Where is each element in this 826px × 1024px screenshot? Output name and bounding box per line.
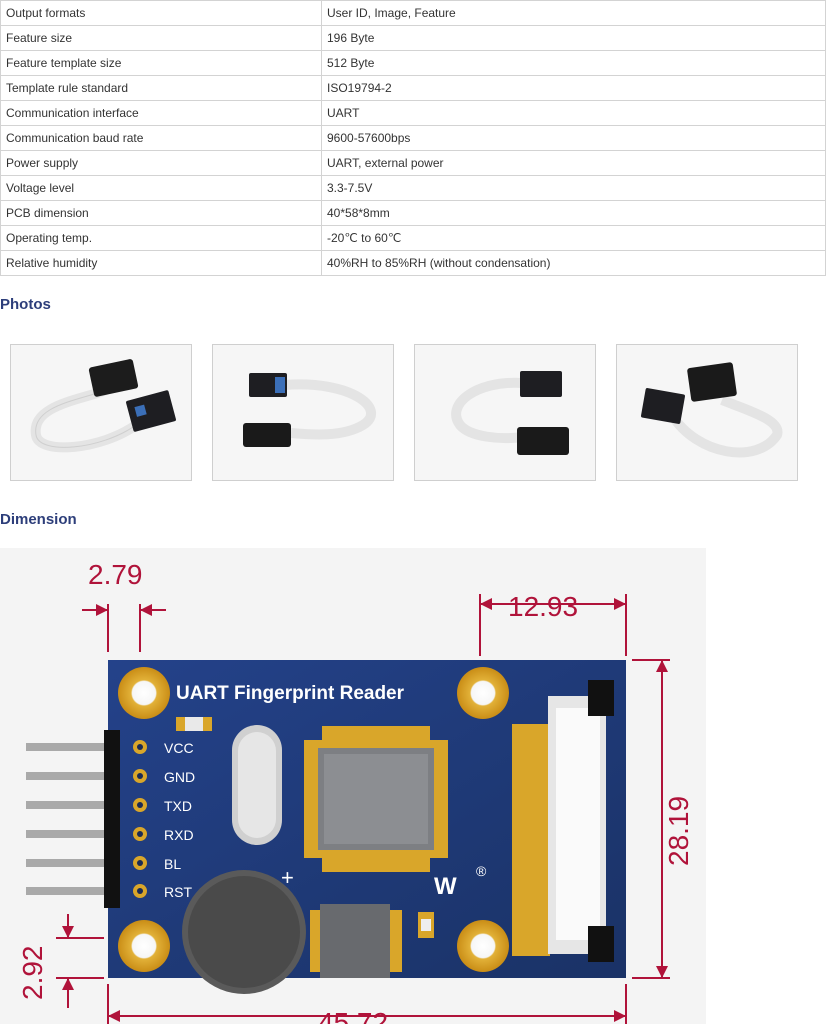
product-photo[interactable] [10, 344, 192, 481]
spec-key: PCB dimension [0, 200, 322, 226]
spec-key: Output formats [0, 0, 322, 26]
pin-label-vcc: VCC [164, 740, 194, 756]
pin-label-rst: RST [164, 884, 192, 900]
spec-value: ISO19794-2 [321, 75, 826, 101]
mounting-hole [118, 667, 170, 719]
spec-value: 40*58*8mm [321, 200, 826, 226]
pin-pads [133, 740, 147, 898]
dimension-label: 45.72 [318, 1007, 388, 1024]
pin-header [26, 743, 110, 895]
product-photo-image [451, 371, 569, 455]
spec-value: UART [321, 100, 826, 126]
product-photo[interactable] [212, 344, 394, 481]
mounting-hole [118, 920, 170, 972]
spec-key: Communication interface [0, 100, 322, 126]
spec-value: 512 Byte [321, 50, 826, 76]
dimension-drawing: UART Fingerprint Reader VCC GND TXD RXD … [0, 548, 706, 1024]
board-title: UART Fingerprint Reader [176, 683, 405, 704]
spec-key: Power supply [0, 150, 322, 176]
spec-key: Voltage level [0, 175, 322, 201]
product-photo-image [641, 362, 783, 458]
dimension-label: 28.19 [663, 796, 694, 866]
pin-label-gnd: GND [164, 769, 195, 785]
header-block [104, 730, 120, 908]
product-photo[interactable] [616, 344, 798, 481]
spec-value: 40%RH to 85%RH (without condensation) [321, 250, 826, 276]
photos-heading: Photos [0, 296, 51, 313]
pin-label-rxd: RXD [164, 827, 194, 843]
dimension-label: 2.79 [88, 559, 143, 590]
spec-key: Relative humidity [0, 250, 322, 276]
spec-value: 9600-57600bps [321, 125, 826, 151]
brand-logo-icon: W [434, 873, 457, 900]
registered-mark: ® [476, 863, 487, 879]
spec-value: 196 Byte [321, 25, 826, 51]
pin-label-txd: TXD [164, 798, 192, 814]
polarity-mark: + [281, 865, 294, 890]
spec-value: UART, external power [321, 150, 826, 176]
dimension-label: 12.93 [508, 591, 578, 622]
dimension-label: 2.92 [17, 946, 48, 1001]
spec-value: -20℃ to 60℃ [321, 225, 826, 251]
fpc-connector [512, 680, 614, 962]
spec-key: Feature size [0, 25, 322, 51]
dimension-lines [56, 594, 670, 1024]
product-photo-image [30, 359, 176, 453]
table-row: Operating temp.-20℃ to 60℃ [0, 225, 826, 251]
spec-value: 3.3-7.5V [321, 175, 826, 201]
spec-key: Template rule standard [0, 75, 322, 101]
dimension-heading: Dimension [0, 511, 77, 528]
mounting-hole [457, 667, 509, 719]
spec-key: Feature template size [0, 50, 322, 76]
mcu-chip [304, 726, 448, 872]
spec-value: User ID, Image, Feature [321, 0, 826, 26]
dimension-svg: UART Fingerprint Reader VCC GND TXD RXD … [17, 559, 694, 1024]
spec-key: Communication baud rate [0, 125, 322, 151]
product-photo[interactable] [414, 344, 596, 481]
pin-label-bl: BL [164, 856, 181, 872]
dimension-arrows [62, 598, 668, 1022]
product-photo-image [243, 373, 376, 447]
mounting-hole [457, 920, 509, 972]
soic-chip [310, 904, 402, 978]
spec-key: Operating temp. [0, 225, 322, 251]
